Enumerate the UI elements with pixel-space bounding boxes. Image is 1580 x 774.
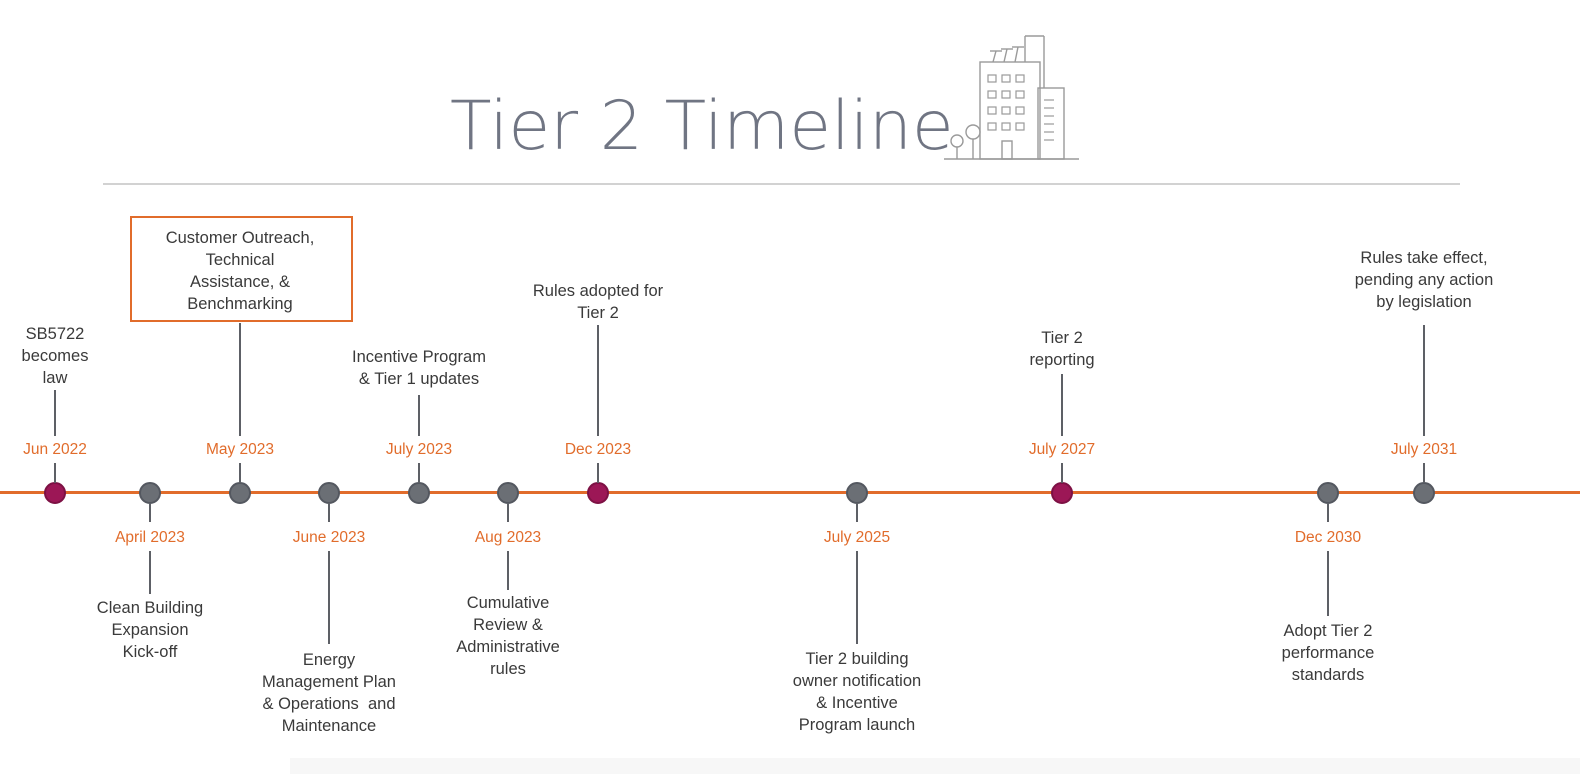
event-date: Aug 2023	[474, 529, 542, 546]
event-date: July 2023	[385, 441, 453, 458]
event-description-line: by legislation	[1376, 293, 1472, 311]
event-connector	[1423, 325, 1425, 436]
event-description: Tier 2 building owner notification & Incen…	[757, 648, 957, 736]
event-description-line: Review &	[473, 616, 543, 634]
date-tick	[418, 463, 420, 483]
milestone-marker	[587, 482, 609, 504]
event-description-line: law	[42, 369, 68, 387]
timeline-axis	[0, 491, 1580, 494]
event-description-line: & Tier 1 updates	[358, 370, 480, 388]
event-description-line: Customer Outreach,	[165, 229, 315, 247]
event-description-line: pending any action	[1354, 271, 1494, 289]
event-description-line: reporting	[1029, 351, 1095, 369]
event-description-line: owner notification	[792, 672, 922, 690]
event-connector	[328, 551, 330, 644]
event-description-line: becomes	[21, 347, 89, 365]
event-connector	[597, 325, 599, 436]
date-tick	[239, 463, 241, 483]
event-connector	[507, 551, 509, 590]
event-description-line: standards	[1291, 666, 1365, 684]
event-connector	[54, 390, 56, 436]
event-description-line: Management Plan	[262, 673, 396, 691]
event-description-line: performance	[1281, 644, 1375, 662]
event-description-line: Expansion	[111, 621, 189, 639]
event-description-line: Rules take effect,	[1360, 249, 1488, 267]
event-connector	[856, 551, 858, 644]
event-description-line: Incentive Program	[352, 348, 486, 366]
event-description: Tier 2 reporting	[962, 327, 1162, 371]
event-marker	[497, 482, 519, 504]
event-marker	[318, 482, 340, 504]
date-tick	[1061, 463, 1063, 483]
event-description: SB5722 becomes law	[0, 323, 155, 389]
event-description-line: Energy	[302, 651, 356, 669]
date-tick	[54, 463, 56, 483]
event-description-line: Benchmarking	[187, 295, 293, 313]
event-description-line: Maintenance	[281, 717, 377, 735]
event-description: Incentive Program & Tier 1 updates	[319, 346, 519, 390]
event-description-line: Administrative	[456, 638, 560, 656]
event-date: Jun 2022	[23, 441, 87, 458]
milestone-marker	[44, 482, 66, 504]
event-connector	[418, 395, 420, 436]
event-date: July 2025	[823, 529, 891, 546]
date-tick	[149, 503, 151, 522]
event-marker	[408, 482, 430, 504]
date-tick	[1327, 503, 1329, 522]
event-date: June 2023	[292, 529, 366, 546]
event-date: July 2031	[1390, 441, 1458, 458]
event-description-line: Technical	[205, 251, 275, 269]
event-date: April 2023	[115, 529, 185, 546]
event-description-line: Kick-off	[122, 643, 178, 661]
event-description-line: & Incentive	[816, 694, 898, 712]
event-description-line: Program launch	[798, 716, 916, 734]
event-description-line: Tier 2	[577, 304, 619, 322]
event-date: Dec 2030	[1294, 529, 1362, 546]
page-title: Tier 2 Timeline	[450, 87, 954, 166]
event-marker	[1317, 482, 1339, 504]
event-date: Dec 2023	[564, 441, 632, 458]
event-description-line: Cumulative	[466, 594, 550, 612]
event-marker	[139, 482, 161, 504]
date-tick	[597, 463, 599, 483]
event-description-line: & Operations and	[262, 695, 396, 713]
event-marker	[846, 482, 868, 504]
event-marker	[229, 482, 251, 504]
event-connector	[1061, 374, 1063, 436]
event-description: Adopt Tier 2 performance standards	[1228, 620, 1428, 686]
event-connector	[239, 323, 241, 436]
highlight-box	[130, 216, 353, 322]
event-description: Rules take effect, pending any action by l…	[1324, 247, 1524, 313]
event-description-line: Tier 2	[1041, 329, 1083, 347]
event-date: July 2027	[1028, 441, 1096, 458]
event-description-line: rules	[490, 660, 526, 678]
event-description-line: Tier 2 building	[805, 650, 909, 668]
date-tick	[856, 503, 858, 522]
event-description-line: SB5722	[25, 325, 85, 343]
event-connector	[1327, 551, 1329, 616]
event-description-line: Assistance, &	[190, 273, 290, 291]
event-description-line: Rules adopted for	[532, 282, 664, 300]
event-description-line: Adopt Tier 2	[1283, 622, 1373, 640]
event-marker	[1413, 482, 1435, 504]
bottom-band	[290, 758, 1580, 774]
date-tick	[507, 503, 509, 522]
event-date: May 2023	[205, 441, 275, 458]
event-description-line: Clean Building	[96, 599, 204, 617]
city-buildings-icon	[944, 35, 1079, 160]
title-divider	[103, 183, 1460, 185]
milestone-marker	[1051, 482, 1073, 504]
event-connector	[149, 551, 151, 594]
date-tick	[328, 503, 330, 522]
date-tick	[1423, 463, 1425, 483]
